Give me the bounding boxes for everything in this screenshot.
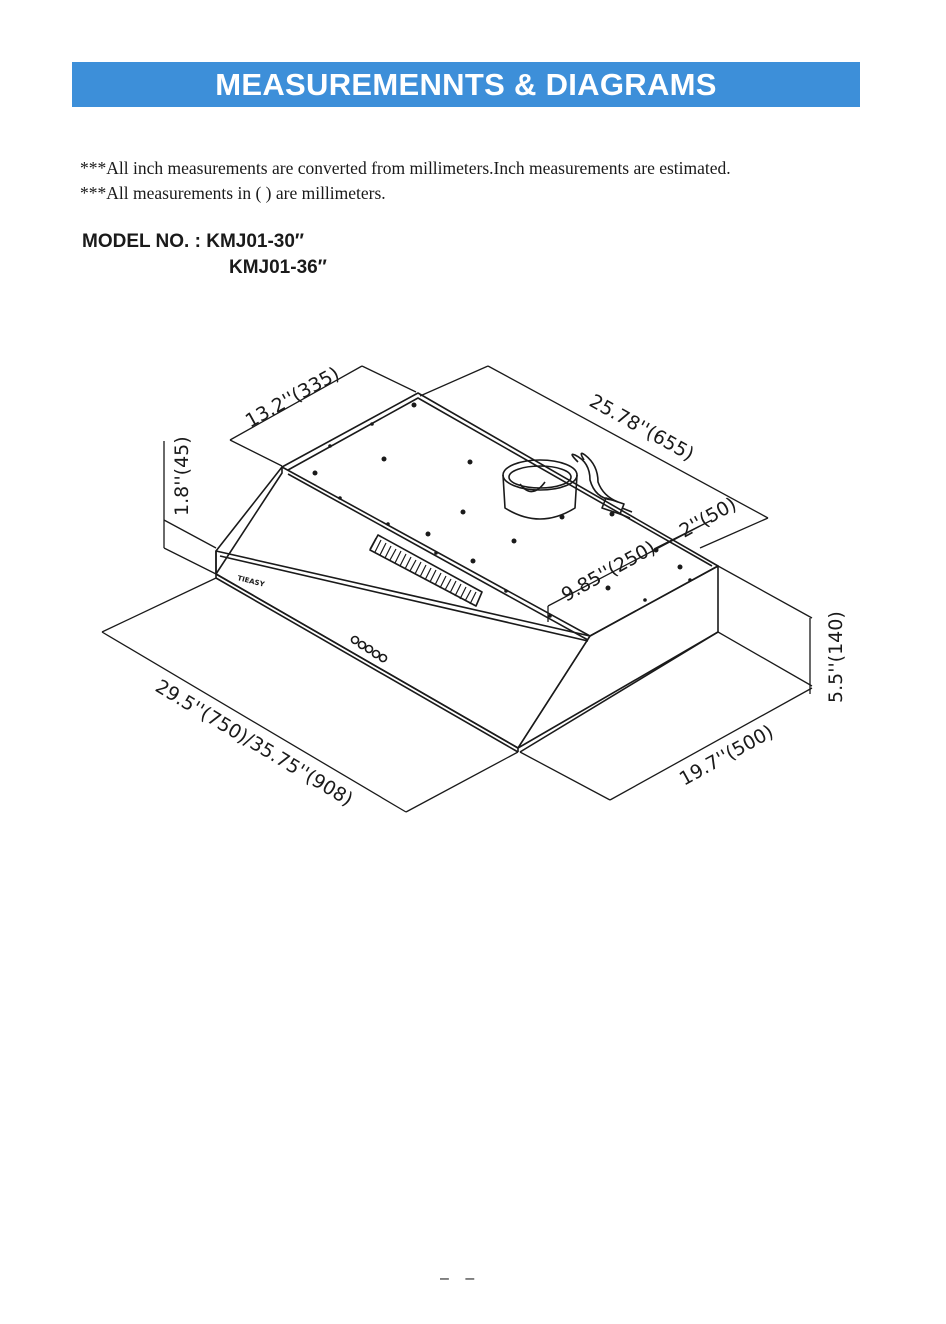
- brand-logo: TIEASY: [237, 574, 267, 589]
- model-number-36: KMJ01-36″: [229, 257, 327, 278]
- control-buttons: [350, 635, 388, 663]
- note-line-1: ***All inch measurements are converted f…: [80, 158, 731, 178]
- mounting-holes: [312, 402, 692, 618]
- hood-side-face: [517, 565, 719, 749]
- dim-top-depth: 13.2''(335): [242, 363, 343, 433]
- power-cord: [571, 452, 633, 519]
- model-number: MODEL NO. : KMJ01-30″ KMJ01-36″: [82, 229, 327, 281]
- hood-front-panel: [215, 550, 591, 749]
- dim-front-width: 29.5''(750)/35.75''(908): [151, 675, 356, 810]
- vent-grille: [369, 534, 483, 607]
- page-title: MEASUREMENNTS & DIAGRAMS: [72, 62, 860, 107]
- dim-body-height: 1.8''(45): [171, 436, 193, 516]
- model-number-30: KMJ01-30″: [206, 231, 305, 252]
- notes: ***All inch measurements are converted f…: [80, 156, 731, 206]
- model-label: MODEL NO. :: [82, 231, 201, 252]
- dim-total-height: 5.5''(140): [825, 611, 847, 703]
- dim-duct-distance: 9.85''(250): [558, 537, 659, 607]
- duct-collar: [502, 459, 578, 520]
- page-number: – –: [440, 1270, 481, 1287]
- note-line-2: ***All measurements in ( ) are millimete…: [80, 183, 386, 203]
